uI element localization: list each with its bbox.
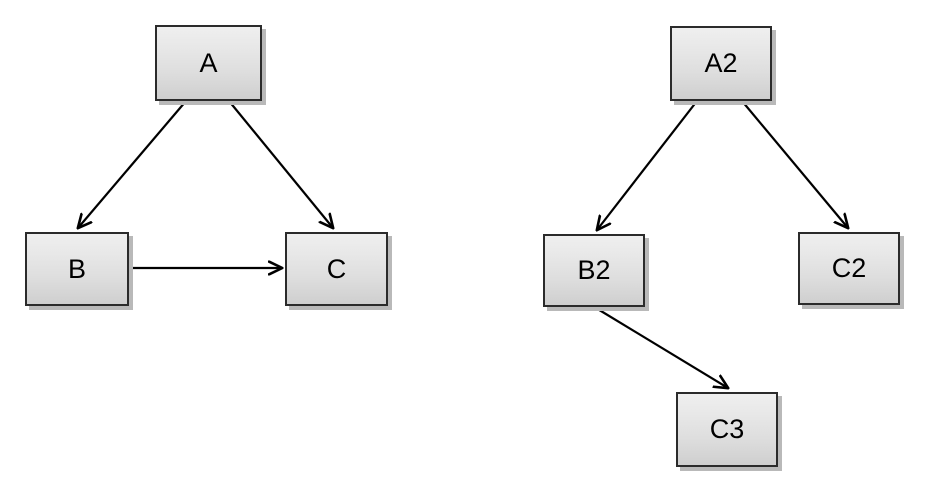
edge-b2-to-c3 [595, 307, 728, 388]
edge-a-to-c [228, 100, 333, 228]
node-label-b: B [67, 253, 86, 284]
edge-a-to-b [78, 100, 187, 228]
node-c2[interactable]: C2 [798, 232, 900, 305]
node-c3[interactable]: C3 [676, 392, 778, 467]
node-a[interactable]: A [155, 25, 262, 101]
node-label-b2: B2 [577, 255, 611, 285]
node-label-a2: A2 [704, 48, 738, 78]
edge-a2-to-c2 [741, 100, 848, 228]
node-c[interactable]: C [285, 232, 388, 306]
node-b2[interactable]: B2 [543, 234, 645, 307]
node-label-c2: C2 [831, 253, 867, 283]
node-label-c: C [326, 253, 347, 284]
node-a2[interactable]: A2 [670, 26, 772, 101]
node-label-a: A [199, 47, 218, 78]
node-b[interactable]: B [25, 232, 129, 306]
node-label-c3: C3 [709, 414, 745, 444]
edge-a2-to-b2 [597, 100, 698, 230]
